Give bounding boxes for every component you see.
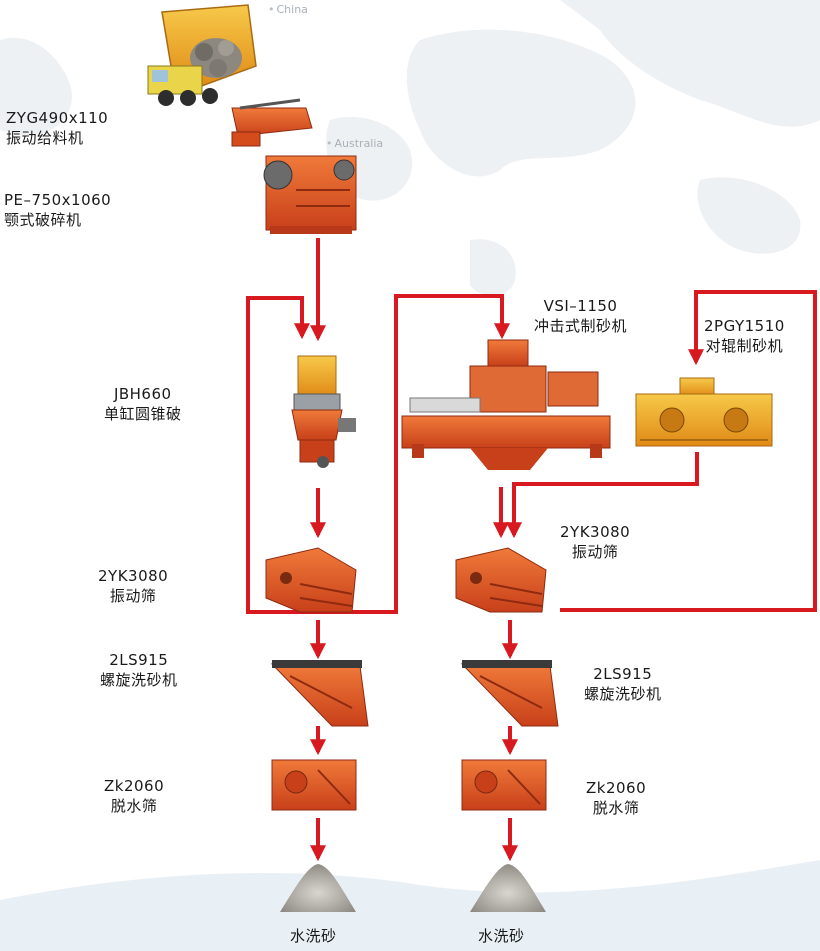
vsi-model: VSI–1150 bbox=[543, 297, 618, 315]
jaw-crusher-model: PE–750x1060 bbox=[4, 191, 112, 209]
roller-label: 2PGY1510 对辊制砂机 bbox=[704, 316, 785, 356]
feeder-name: 振动给料机 bbox=[6, 129, 84, 147]
dewater-left-label: Zk2060 脱水筛 bbox=[104, 776, 164, 816]
dewater-right-name: 脱水筛 bbox=[592, 799, 640, 817]
cone-crusher-name: 单缸圆锥破 bbox=[104, 405, 182, 423]
feeder-label: ZYG490x110 振动给料机 bbox=[6, 108, 108, 148]
vsi-sand-maker-machine bbox=[401, 339, 611, 470]
screen-right-label: 2YK3080 振动筛 bbox=[560, 522, 630, 562]
screen-left-name: 振动筛 bbox=[109, 587, 157, 605]
dewater-right-label: Zk2060 脱水筛 bbox=[586, 778, 646, 818]
screen-left-label: 2YK3080 振动筛 bbox=[98, 566, 168, 606]
feeder-model: ZYG490x110 bbox=[6, 109, 109, 127]
screen-right-name: 振动筛 bbox=[571, 543, 619, 561]
washer-left-name: 螺旋洗砂机 bbox=[100, 671, 178, 689]
vibrating-feeder-machine bbox=[231, 98, 313, 147]
jaw-crusher-machine bbox=[263, 155, 357, 234]
output-left-label: 水洗砂 bbox=[290, 927, 337, 945]
flow-arrow-screen-to-vsi bbox=[375, 294, 510, 614]
washer-right-label: 2LS915 螺旋洗砂机 bbox=[584, 664, 662, 704]
vsi-label: VSI–1150 冲击式制砂机 bbox=[534, 296, 627, 336]
washer-left-label: 2LS915 螺旋洗砂机 bbox=[100, 650, 178, 690]
vibrating-screen-right-machine bbox=[455, 547, 547, 613]
screen-left-model: 2YK3080 bbox=[98, 567, 169, 585]
washer-left-model: 2LS915 bbox=[109, 651, 169, 669]
dewater-left-model: Zk2060 bbox=[104, 777, 165, 795]
screen-right-model: 2YK3080 bbox=[560, 523, 631, 541]
vsi-name: 冲击式制砂机 bbox=[534, 317, 628, 335]
cone-crusher-label: JBH660 单缸圆锥破 bbox=[104, 384, 182, 424]
cone-crusher-model: JBH660 bbox=[113, 385, 172, 403]
dump-truck-illustration bbox=[147, 4, 257, 106]
sand-pile-right bbox=[470, 864, 546, 912]
flow-arrow-roller-to-screen bbox=[506, 452, 699, 539]
washer-right-model: 2LS915 bbox=[593, 665, 653, 683]
map-label-australia: Australia bbox=[326, 137, 384, 150]
roller-name: 对辊制砂机 bbox=[705, 337, 784, 355]
flow-loop-left bbox=[246, 296, 375, 614]
cone-crusher-machine bbox=[291, 355, 356, 468]
jaw-crusher-label: PE–750x1060 颚式破碎机 bbox=[4, 190, 111, 230]
flow-lines bbox=[246, 238, 817, 862]
washer-right-name: 螺旋洗砂机 bbox=[584, 685, 662, 703]
dewater-right-model: Zk2060 bbox=[586, 779, 647, 797]
dewatering-screen-left-machine bbox=[271, 759, 357, 811]
map-label-china: China bbox=[268, 3, 308, 16]
jaw-crusher-name: 颚式破碎机 bbox=[4, 211, 82, 229]
sand-pile-left bbox=[280, 864, 356, 912]
dewatering-screen-right-machine bbox=[461, 759, 547, 811]
roller-sand-maker-machine bbox=[635, 377, 773, 447]
spiral-washer-left-machine bbox=[270, 660, 369, 727]
vibrating-screen-left-machine bbox=[265, 547, 357, 613]
roller-model: 2PGY1510 bbox=[704, 317, 785, 335]
spiral-washer-right-machine bbox=[460, 660, 559, 727]
flow-loop-right bbox=[560, 290, 817, 612]
output-right-label: 水洗砂 bbox=[478, 927, 525, 945]
dewater-left-name: 脱水筛 bbox=[110, 797, 158, 815]
